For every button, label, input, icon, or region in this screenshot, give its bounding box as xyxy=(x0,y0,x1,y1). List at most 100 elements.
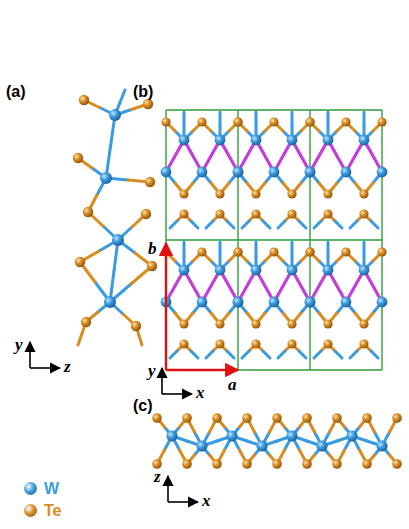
w-atom xyxy=(226,430,237,441)
w-atom xyxy=(359,265,370,276)
te-atom xyxy=(332,413,342,423)
bond xyxy=(327,112,330,126)
te-atom xyxy=(233,247,242,256)
te-atom xyxy=(305,247,314,256)
panel-label: (c) xyxy=(133,398,153,414)
te-atom xyxy=(215,189,224,198)
bond xyxy=(278,221,285,228)
w-atom xyxy=(161,167,172,178)
te-atom xyxy=(75,257,85,267)
cell-edge xyxy=(166,109,382,110)
te-atom xyxy=(182,459,192,469)
w-atom xyxy=(323,265,334,276)
w-atom xyxy=(196,440,207,451)
te-atom xyxy=(179,319,188,328)
te-atom xyxy=(287,339,296,348)
te-atom xyxy=(392,413,402,423)
bond xyxy=(78,334,82,346)
te-atom xyxy=(145,177,155,187)
bond xyxy=(170,221,177,228)
bonds xyxy=(78,90,397,464)
panel-label: (b) xyxy=(133,84,153,100)
w-atom xyxy=(341,297,352,308)
legend-text: W xyxy=(44,481,59,497)
te-atom xyxy=(377,117,386,126)
bond xyxy=(299,351,306,358)
cell-edge xyxy=(166,369,382,370)
w-atom xyxy=(256,440,267,451)
te-atom xyxy=(179,189,188,198)
te-atom xyxy=(242,459,252,469)
w-atom xyxy=(233,167,244,178)
bond xyxy=(363,242,366,256)
te-atom xyxy=(233,247,242,256)
te-atom xyxy=(302,413,312,423)
atoms xyxy=(73,95,402,469)
te-atom xyxy=(269,247,278,256)
w-atom xyxy=(376,440,387,451)
te-atom xyxy=(79,95,89,105)
te-atom xyxy=(359,189,368,198)
legend-swatch xyxy=(24,482,37,495)
te-atom xyxy=(143,99,153,109)
axis-label: z xyxy=(154,468,161,485)
te-atom xyxy=(152,413,162,423)
w-atom xyxy=(269,297,280,308)
bond xyxy=(278,351,285,358)
legend-swatch xyxy=(24,504,37,517)
bond xyxy=(206,351,213,358)
te-atom xyxy=(251,209,260,218)
bond xyxy=(299,221,306,228)
bond xyxy=(139,336,142,346)
bond xyxy=(335,221,342,228)
w-atom xyxy=(305,297,316,308)
bond xyxy=(219,112,222,126)
bond xyxy=(263,221,270,228)
w-atom xyxy=(112,234,124,246)
bond xyxy=(191,351,198,358)
te-atom xyxy=(359,319,368,328)
w-atom xyxy=(233,297,244,308)
bond xyxy=(350,221,357,228)
vector-label: a⃗ xyxy=(228,376,250,393)
te-atom xyxy=(272,413,282,423)
w-atom xyxy=(251,265,262,276)
bond xyxy=(327,242,330,256)
bond xyxy=(219,242,222,256)
te-atom xyxy=(141,209,151,219)
te-atom xyxy=(332,459,342,469)
bond xyxy=(242,221,249,228)
bond xyxy=(314,221,321,228)
te-atom xyxy=(362,413,372,423)
axes xyxy=(30,342,198,502)
axis-label: y xyxy=(15,336,23,353)
te-atom xyxy=(197,117,206,126)
w-atom xyxy=(179,265,190,276)
bond xyxy=(183,242,186,256)
te-atom xyxy=(215,209,224,218)
te-atom xyxy=(147,261,157,271)
w-atom xyxy=(316,440,327,451)
w-atom xyxy=(197,297,208,308)
bond xyxy=(191,221,198,228)
bond xyxy=(263,351,270,358)
w-atom xyxy=(233,167,244,178)
bond xyxy=(314,351,321,358)
te-atom xyxy=(161,117,170,126)
unit-cell-grid xyxy=(166,110,382,370)
te-atom xyxy=(215,319,224,328)
w-atom xyxy=(377,297,388,308)
w-atom xyxy=(305,167,316,178)
bond xyxy=(183,112,186,126)
w-atom xyxy=(359,135,370,146)
bond xyxy=(120,90,125,103)
te-atom xyxy=(131,321,141,331)
w-atom xyxy=(377,167,388,178)
w-atom xyxy=(323,135,334,146)
te-atom xyxy=(197,247,206,256)
bond xyxy=(227,351,234,358)
te-atom xyxy=(377,247,386,256)
w-atom xyxy=(251,135,262,146)
te-atom xyxy=(302,459,312,469)
